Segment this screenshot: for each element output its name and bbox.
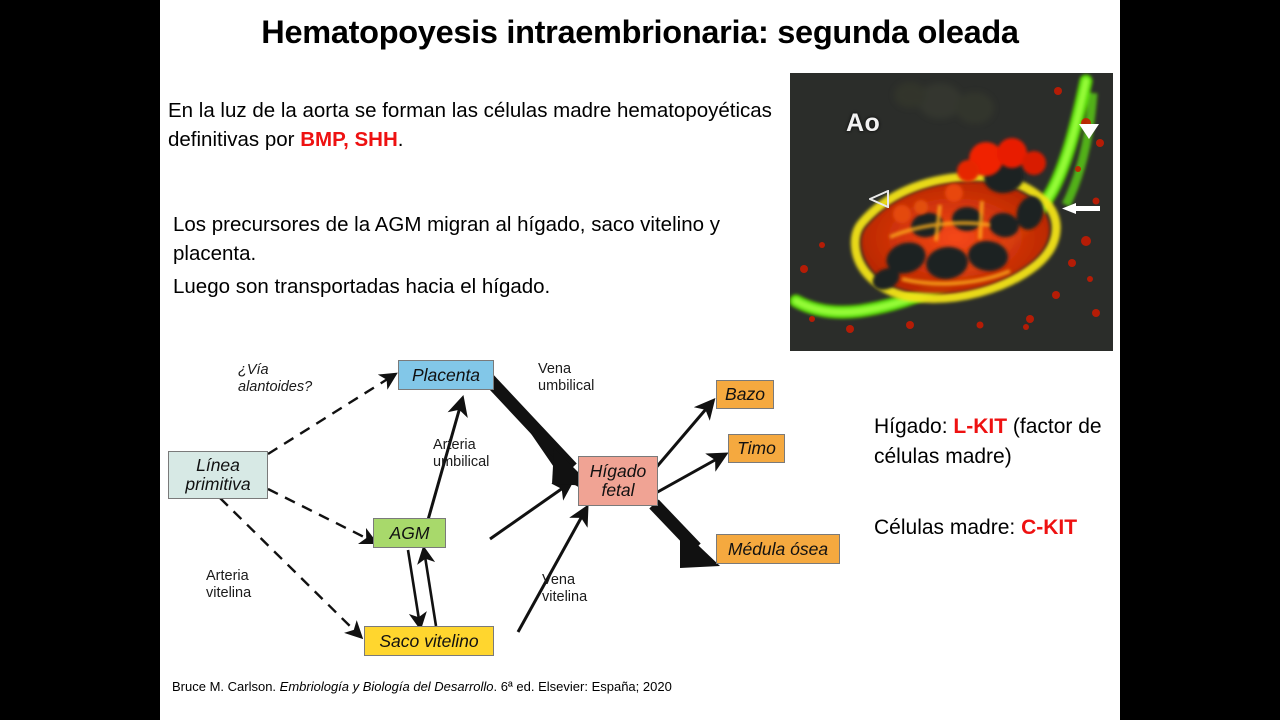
micrograph-image — [790, 73, 1113, 351]
keyword-c-kit: C-KIT — [1021, 516, 1078, 539]
citation-author: Bruce M. Carlson. — [172, 679, 280, 694]
diagram-edge-label-vena-vitelina: Vena vitelina — [542, 572, 588, 605]
paragraph-transporte: Luego son transportadas hacia el hígado. — [173, 275, 551, 298]
aorta-label: Ao — [846, 109, 881, 137]
note-celulas-madre-ckit: Células madre: C-KIT — [874, 513, 1120, 543]
white-arrow-icon — [1062, 203, 1100, 214]
note-higado-suffix: (factor de células madre) — [874, 415, 1102, 468]
diagram-node-medula-osea[interactable]: Médula ósea — [716, 534, 840, 564]
paragraph-aorta-text-b: . — [397, 128, 404, 151]
slide-canvas: Hematopoyesis intraembrionaria: segunda … — [160, 0, 1120, 720]
white-open-arrowhead-icon — [869, 190, 889, 208]
diagram-edge-label-arteria-umbilical: Arteria umbilical — [433, 437, 490, 470]
diagram-connectors — [219, 367, 729, 640]
citation-title: Embriología y Biología del Desarrollo — [279, 679, 494, 694]
diagram-node-saco-vitelino[interactable]: Saco vitelino — [364, 626, 494, 656]
citation: Bruce M. Carlson. Embriología y Biología… — [172, 679, 672, 694]
hematopoiesis-flow-diagram: Línea primitiva Placenta AGM Saco viteli… — [168, 352, 868, 672]
letterbox-right — [1120, 0, 1280, 720]
diagram-edge-label-vena-umbilical: Vena umbilical — [538, 361, 595, 394]
fluorescence-micrograph: Ao — [790, 73, 1113, 351]
diagram-node-placenta[interactable]: Placenta — [398, 360, 494, 390]
note-higado-lkit: Hígado: L-KIT (factor de células madre) — [874, 412, 1120, 472]
diagram-node-bazo-label: Bazo — [725, 384, 765, 404]
page-title: Hematopoyesis intraembrionaria: segunda … — [261, 14, 1019, 50]
note-higado-prefix: Hígado: — [874, 415, 954, 438]
diagram-node-placenta-label: Placenta — [411, 364, 481, 385]
keyword-bmp-shh: BMP, SHH — [300, 128, 398, 151]
diagram-node-saco-vitelino-label: Saco vitelino — [379, 630, 479, 651]
paragraph-precursores: Los precursores de la AGM migran al híga… — [173, 213, 720, 265]
diagram-node-linea-primitiva[interactable]: Línea primitiva — [168, 451, 268, 499]
diagram-node-higado-fetal-label: Hígado fetal — [589, 461, 647, 500]
diagram-node-agm-label: AGM — [389, 522, 430, 543]
letterbox-left — [0, 0, 160, 720]
diagram-edge-label-arteria-vitelina: Arteria vitelina — [206, 568, 252, 601]
diagram-node-agm[interactable]: AGM — [373, 518, 446, 548]
keyword-l-kit: L-KIT — [953, 415, 1008, 438]
diagram-edge-label-via-alantoides: ¿Vía alantoides? — [238, 362, 313, 395]
white-filled-arrowhead-icon — [1079, 124, 1099, 139]
paragraph-aorta-text-a: En la luz de la aorta se forman las célu… — [168, 99, 772, 151]
diagram-node-linea-primitiva-label: Línea primitiva — [185, 455, 251, 494]
diagram-node-higado-fetal[interactable]: Hígado fetal — [578, 456, 658, 506]
citation-edition: . 6ª ed. Elsevier: España; 2020 — [493, 679, 672, 694]
diagram-node-medula-osea-label: Médula ósea — [727, 538, 829, 559]
paragraph-aorta: En la luz de la aorta se forman las célu… — [168, 96, 778, 154]
diagram-node-timo-label: Timo — [737, 438, 776, 458]
note-celulas-madre-prefix: Células madre: — [874, 516, 1022, 539]
diagram-node-bazo[interactable]: Bazo — [716, 380, 774, 409]
diagram-node-timo[interactable]: Timo — [728, 434, 785, 463]
